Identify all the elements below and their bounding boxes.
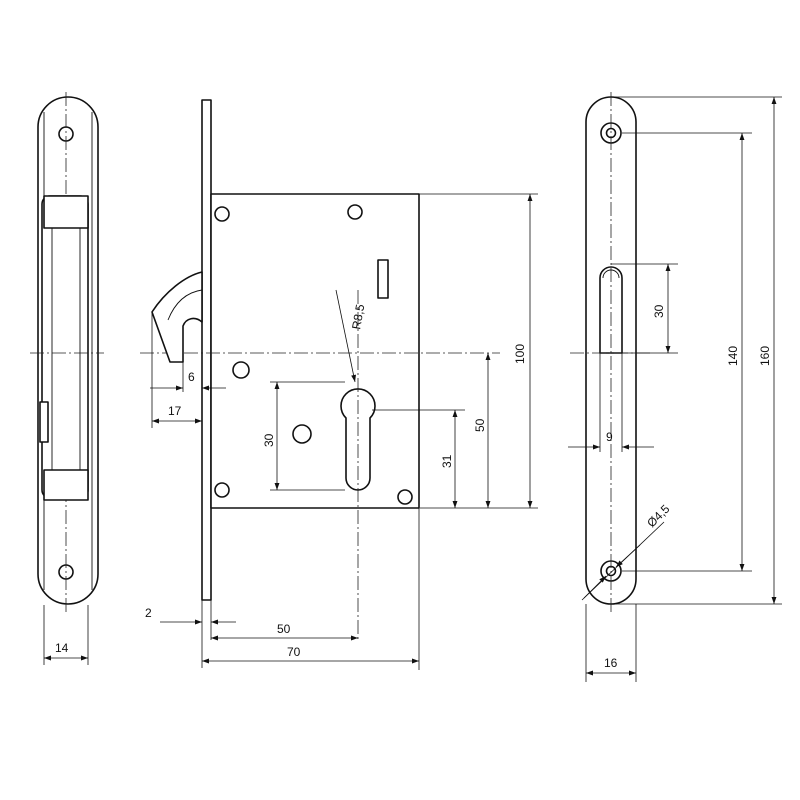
dim-label-100: 100 xyxy=(513,344,527,364)
case-slot xyxy=(377,259,389,299)
front-faceplate-view xyxy=(570,92,650,612)
dimension-6: 6 xyxy=(150,362,226,392)
hook-slot-opening xyxy=(599,266,623,354)
dim-label-radius: R8,5 xyxy=(349,303,367,331)
dimension-100: 100 xyxy=(419,193,538,509)
latch-roller-bottom xyxy=(43,469,89,501)
dim-label-14: 14 xyxy=(55,641,69,655)
lock-case xyxy=(210,193,420,509)
dim-label-30-left: 30 xyxy=(262,433,276,447)
dim-label-hole-diameter: Ø4,5 xyxy=(644,502,673,531)
case-hole-mid xyxy=(232,361,250,379)
forend-plate xyxy=(201,99,212,601)
dim-label-160: 160 xyxy=(758,346,772,366)
case-hole-bottom-right xyxy=(397,489,413,505)
dim-label-50-backset: 50 xyxy=(277,622,291,636)
dimension-50-vertical: 50 xyxy=(465,353,497,509)
case-hole-top-right xyxy=(347,204,363,220)
dimension-17: 17 xyxy=(151,312,202,428)
hook-bolt-edge xyxy=(167,289,203,321)
case-hole-lower xyxy=(292,424,312,444)
dim-label-9: 9 xyxy=(606,430,613,444)
faceplate-side-view xyxy=(30,92,104,612)
euro-cylinder-cutout xyxy=(340,388,376,491)
hook-bolt xyxy=(151,271,203,363)
dim-label-6: 6 xyxy=(188,370,195,384)
case-hole-top-left xyxy=(214,206,230,222)
dim-label-30-slot: 30 xyxy=(652,304,666,318)
hook-latch-side xyxy=(41,195,89,499)
dim-label-70: 70 xyxy=(287,645,301,659)
dimension-30-left: 30 xyxy=(262,381,345,491)
dim-label-16: 16 xyxy=(604,656,618,670)
dimension-50-backset: 50 xyxy=(211,622,358,641)
dimension-31: 31 xyxy=(372,409,465,509)
dim-label-50-vertical: 50 xyxy=(473,418,487,432)
dimension-14: 14 xyxy=(43,605,89,665)
dim-label-140: 140 xyxy=(726,346,740,366)
dimension-160: 160 xyxy=(611,96,782,605)
dimension-9: 9 xyxy=(568,353,654,452)
dimension-30-slot: 30 xyxy=(611,263,678,354)
latch-roller-top xyxy=(43,195,89,229)
dimension-radius: R8,5 xyxy=(335,289,367,383)
latch-guide-small xyxy=(39,401,49,443)
dimension-16: 16 xyxy=(585,604,637,682)
dimension-2: 2 xyxy=(145,600,236,668)
dimension-70: 70 xyxy=(202,508,420,670)
dim-label-31: 31 xyxy=(440,454,454,468)
dimension-140: 140 xyxy=(622,132,752,572)
dim-label-2: 2 xyxy=(145,606,152,620)
case-hole-bottom-left xyxy=(214,482,230,498)
lock-body-view xyxy=(140,99,500,640)
dim-label-17: 17 xyxy=(168,404,182,418)
